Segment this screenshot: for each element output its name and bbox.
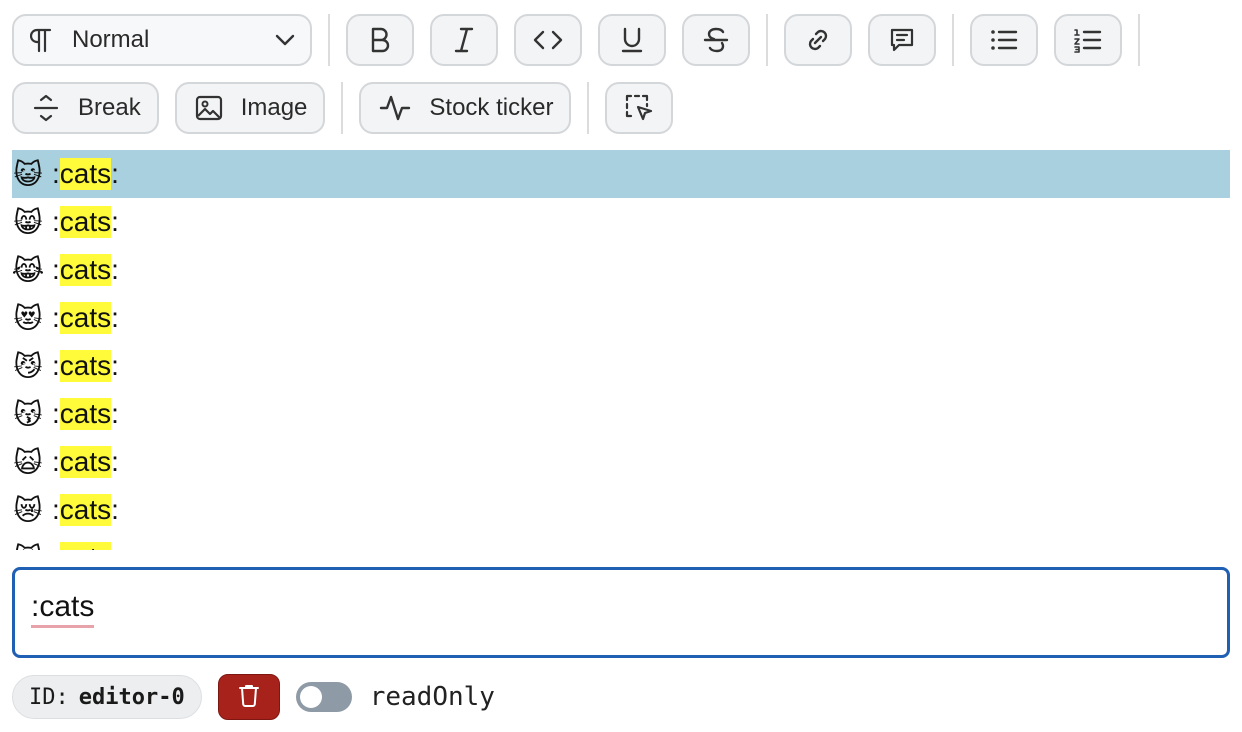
- chevron-down-icon: [274, 33, 296, 47]
- editor-id-value: editor-0: [78, 684, 185, 710]
- suggestion-match: cats: [59, 302, 112, 334]
- selection-cursor-icon: [624, 93, 654, 123]
- numbered-list-button[interactable]: [1054, 14, 1122, 66]
- toolbar-row-insert: Break Image Stock ticker: [12, 82, 689, 134]
- cat-emoji: 😺: [13, 158, 43, 190]
- toolbar-divider: [766, 14, 768, 66]
- bullet-list-button[interactable]: [970, 14, 1038, 66]
- suggestion-item[interactable]: 😹 :cats:: [12, 246, 1230, 294]
- suggestion-item[interactable]: 😼 :cats:: [12, 342, 1230, 390]
- italic-button[interactable]: [430, 14, 498, 66]
- suggestion-suffix: :: [111, 206, 119, 237]
- bullet-list-icon: [989, 27, 1019, 53]
- image-button[interactable]: Image: [174, 82, 326, 134]
- suggestion-match: cats: [59, 206, 112, 238]
- suggestion-match: cats: [59, 350, 112, 382]
- cat-emoji: 😹: [12, 254, 45, 286]
- suggestion-prefix: :: [52, 398, 60, 429]
- break-label: Break: [78, 94, 141, 121]
- cat-emoji: 😽: [13, 398, 43, 430]
- paragraph-icon: [30, 27, 52, 53]
- suggestion-item[interactable]: 😽 :cats:: [12, 390, 1230, 438]
- readonly-toggle[interactable]: [295, 682, 352, 712]
- rich-text-editor[interactable]: :cats: [12, 567, 1230, 658]
- suggestion-prefix: :: [52, 542, 60, 550]
- editor-id-badge: ID: editor-0: [12, 675, 202, 719]
- emoji-suggestion-list: 😺 :cats: 😸 :cats: 😹 :cats: 😻 :cats: 😼 :c…: [12, 150, 1230, 550]
- suggestion-suffix: :: [111, 254, 119, 285]
- bold-icon: [367, 26, 393, 54]
- break-icon: [32, 94, 60, 122]
- comment-button[interactable]: [868, 14, 936, 66]
- code-button[interactable]: [514, 14, 582, 66]
- cat-emoji: 😼: [13, 350, 43, 382]
- trash-icon: [238, 683, 260, 712]
- suggestion-prefix: :: [52, 158, 60, 189]
- suggestion-prefix: :: [52, 254, 60, 285]
- underline-icon: [619, 26, 645, 54]
- cat-emoji: 😾: [12, 542, 44, 551]
- cat-emoji: 😻: [13, 302, 43, 334]
- suggestion-item[interactable]: 🙀 :cats:: [12, 438, 1230, 486]
- code-icon: [532, 28, 564, 52]
- suggestion-match: cats: [59, 254, 112, 286]
- toolbar-divider: [1138, 14, 1140, 66]
- suggestion-item[interactable]: 😸 :cats:: [12, 198, 1230, 246]
- suggestion-item[interactable]: 😺 :cats:: [12, 150, 1230, 198]
- suggestion-suffix: :: [111, 398, 119, 429]
- editor-footer: ID: editor-0 readOnly: [12, 674, 495, 720]
- image-label: Image: [240, 94, 308, 121]
- suggestion-match: cats: [59, 158, 112, 190]
- suggestion-suffix: :: [111, 302, 119, 333]
- numbered-list-icon: [1073, 27, 1103, 53]
- cat-emoji: 😿: [13, 494, 43, 526]
- suggestion-item[interactable]: 😿 :cats:: [12, 486, 1230, 534]
- suggestion-match: cats: [59, 446, 112, 478]
- toolbar-divider: [328, 14, 330, 66]
- select-area-button[interactable]: [605, 82, 674, 134]
- suggestion-prefix: :: [52, 494, 60, 525]
- strikethrough-icon: [702, 26, 730, 54]
- toolbar-divider: [341, 82, 344, 134]
- cat-emoji: 😸: [13, 206, 43, 238]
- link-icon: [803, 25, 833, 55]
- suggestion-item[interactable]: 😾 :cats:: [12, 534, 1230, 550]
- toolbar-divider: [952, 14, 954, 66]
- delete-editor-button[interactable]: [217, 674, 280, 720]
- suggestion-suffix: :: [111, 494, 119, 525]
- suggestion-match: cats: [59, 398, 112, 430]
- suggestion-match: cats: [59, 494, 112, 526]
- activity-icon: [379, 93, 411, 123]
- editor-id-label: ID:: [29, 684, 69, 710]
- toolbar-divider: [587, 82, 590, 134]
- italic-icon: [451, 26, 477, 54]
- break-button[interactable]: Break: [12, 82, 159, 134]
- strikethrough-button[interactable]: [682, 14, 750, 66]
- editor-text[interactable]: :cats: [31, 590, 95, 628]
- stock-ticker-label: Stock ticker: [429, 94, 554, 121]
- suggestion-prefix: :: [52, 350, 60, 381]
- bold-button[interactable]: [346, 14, 414, 66]
- image-icon: [195, 94, 223, 122]
- block-style-label: Normal: [72, 26, 150, 53]
- underline-button[interactable]: [598, 14, 666, 66]
- suggestion-suffix: :: [111, 350, 119, 381]
- toolbar-row-formatting: Normal: [12, 14, 1156, 66]
- stock-ticker-button[interactable]: Stock ticker: [359, 82, 572, 134]
- readonly-toggle-label: readOnly: [369, 682, 495, 712]
- suggestion-item[interactable]: 😻 :cats:: [12, 294, 1230, 342]
- suggestion-prefix: :: [52, 206, 60, 237]
- toggle-knob: [299, 686, 322, 708]
- suggestion-suffix: :: [111, 542, 119, 550]
- block-style-select[interactable]: Normal: [12, 14, 312, 66]
- suggestion-suffix: :: [111, 158, 119, 189]
- suggestion-match: cats: [59, 542, 112, 550]
- cat-emoji: 🙀: [13, 446, 43, 478]
- comment-icon: [887, 25, 917, 55]
- suggestion-suffix: :: [111, 446, 119, 477]
- suggestion-prefix: :: [52, 302, 60, 333]
- suggestion-prefix: :: [52, 446, 60, 477]
- link-button[interactable]: [784, 14, 852, 66]
